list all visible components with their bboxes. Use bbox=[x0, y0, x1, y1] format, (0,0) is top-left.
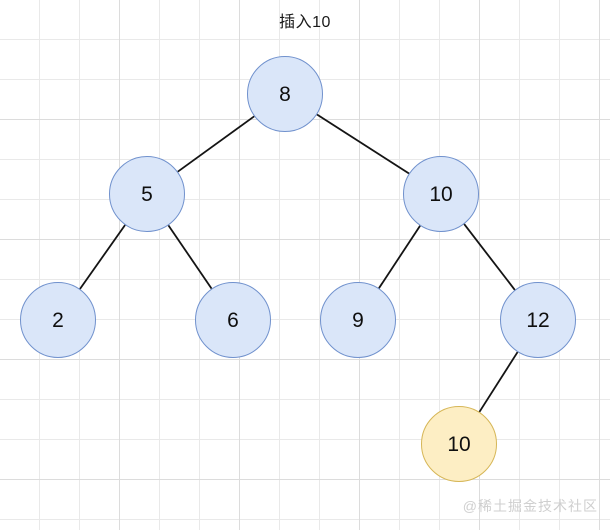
tree-node[interactable]: 9 bbox=[320, 282, 396, 358]
tree-node[interactable]: 2 bbox=[20, 282, 96, 358]
tree-node-label: 2 bbox=[52, 308, 64, 332]
tree-node-label: 6 bbox=[227, 308, 239, 332]
tree-node[interactable]: 8 bbox=[247, 56, 323, 132]
tree-node-label: 10 bbox=[429, 182, 453, 206]
tree-node[interactable]: 5 bbox=[109, 156, 185, 232]
watermark: @稀土掘金技术社区 bbox=[462, 498, 598, 514]
tree-edge bbox=[79, 224, 126, 290]
tree-node-label: 5 bbox=[141, 182, 153, 206]
page-title: 插入10 bbox=[279, 14, 331, 31]
tree-edge bbox=[177, 115, 255, 173]
tree-node[interactable]: 6 bbox=[195, 282, 271, 358]
tree-edge bbox=[478, 351, 519, 413]
tree-node-label: 10 bbox=[447, 432, 471, 456]
tree-node-inserted[interactable]: 10 bbox=[421, 406, 497, 482]
tree-edge bbox=[167, 224, 213, 290]
tree-node[interactable]: 10 bbox=[403, 156, 479, 232]
tree-edge bbox=[378, 225, 421, 289]
tree-node-label: 8 bbox=[279, 82, 291, 106]
tree-node[interactable]: 12 bbox=[500, 282, 576, 358]
tree-node-label: 9 bbox=[352, 308, 364, 332]
tree-edge bbox=[463, 223, 516, 291]
tree-edge bbox=[316, 113, 410, 175]
tree-node-label: 12 bbox=[526, 308, 550, 332]
